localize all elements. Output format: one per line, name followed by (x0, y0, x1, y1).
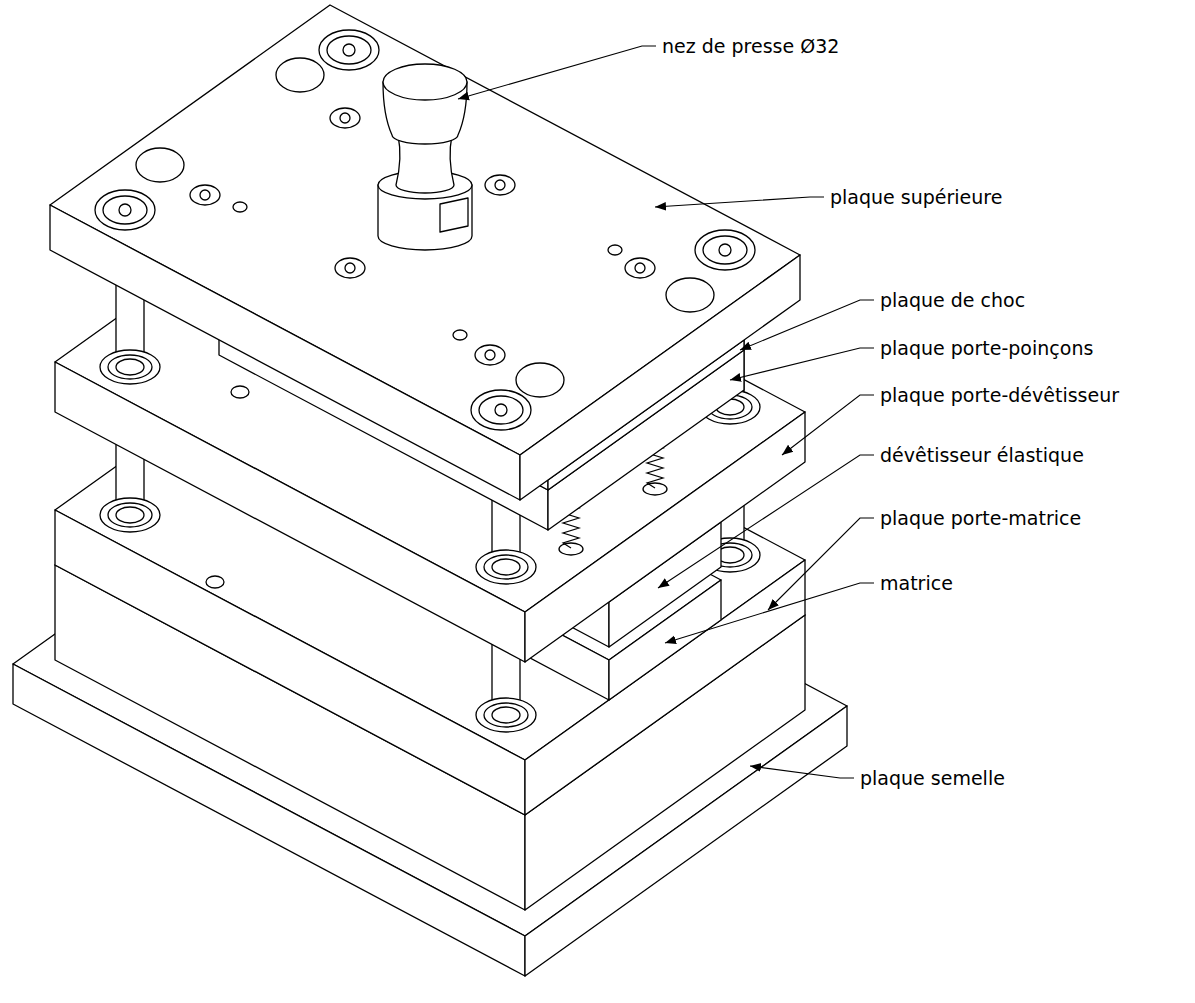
leader-line (730, 348, 874, 380)
screw-head (103, 196, 147, 224)
screw-head (335, 258, 365, 278)
pillar-hole (136, 58, 714, 397)
leader-line (458, 46, 656, 99)
pillar-hole (276, 58, 324, 92)
spring (559, 543, 583, 555)
top-plate (50, 5, 800, 500)
spring (643, 483, 667, 495)
screw-head (471, 390, 531, 430)
guide-pillar (492, 707, 520, 723)
pillar-hole (136, 148, 184, 182)
press-shank (378, 64, 472, 250)
part-label: plaque semelle (860, 767, 1005, 790)
screw-head (625, 258, 655, 278)
screw-head (485, 175, 515, 195)
stripper-holder-plate (231, 386, 249, 398)
guide-pillar (492, 559, 520, 575)
guide-pillar (100, 498, 160, 532)
part-label: matrice (880, 572, 953, 595)
screw-head (330, 108, 360, 128)
part-label: plaque supérieure (830, 186, 1002, 209)
guide-pillar (116, 507, 144, 523)
guide-pillar (476, 550, 536, 584)
screw-head (485, 350, 495, 360)
pillar-hole (608, 245, 622, 255)
top-plate (50, 5, 800, 455)
screw-head (719, 244, 731, 256)
screw-head (695, 230, 755, 270)
leader-line (655, 197, 824, 207)
pillar-hole (233, 202, 247, 212)
leader-line (768, 518, 874, 610)
screw-head (635, 263, 645, 273)
guide-pillar (108, 355, 152, 379)
leader-line (458, 46, 874, 778)
screw-head (495, 180, 505, 190)
leader-line (658, 455, 874, 588)
part-label: dévêtisseur élastique (880, 444, 1084, 467)
part-label: plaque porte-poinçons (880, 337, 1093, 360)
screw-head (495, 404, 507, 416)
pillar-hole (516, 363, 564, 397)
screw-head (119, 204, 131, 216)
press-shank (440, 198, 468, 232)
guide-pillar (100, 350, 160, 384)
screw-head (345, 263, 355, 273)
screw-head (327, 36, 371, 64)
part-label: plaque porte-matrice (880, 507, 1081, 530)
screw-head (319, 30, 379, 70)
part-label: plaque porte-dévêtisseur (880, 384, 1119, 407)
screw-head (200, 190, 210, 200)
screw-head (95, 30, 755, 430)
die-holder-plate (206, 576, 224, 588)
guide-pillar (484, 555, 528, 579)
screw-head (703, 236, 747, 264)
guide-pillar (108, 503, 152, 527)
pillar-hole (453, 330, 467, 340)
leader-line (782, 395, 874, 455)
screw-head (475, 345, 505, 365)
screw-head (190, 185, 220, 205)
press-shank (383, 64, 467, 100)
part-label: plaque de choc (880, 289, 1025, 312)
top-plate (50, 205, 520, 500)
leader-line (740, 300, 874, 350)
screw-head (340, 113, 350, 123)
screw-head (479, 396, 523, 424)
part-label: nez de presse Ø32 (662, 35, 839, 58)
pillar-hole (666, 278, 714, 312)
guide-pillar (476, 698, 536, 732)
guide-pillar (116, 359, 144, 375)
screw-head (95, 190, 155, 230)
leader-line (750, 766, 854, 778)
leader-line (665, 583, 874, 643)
guide-pillar (484, 703, 528, 727)
screw-head (343, 44, 355, 56)
